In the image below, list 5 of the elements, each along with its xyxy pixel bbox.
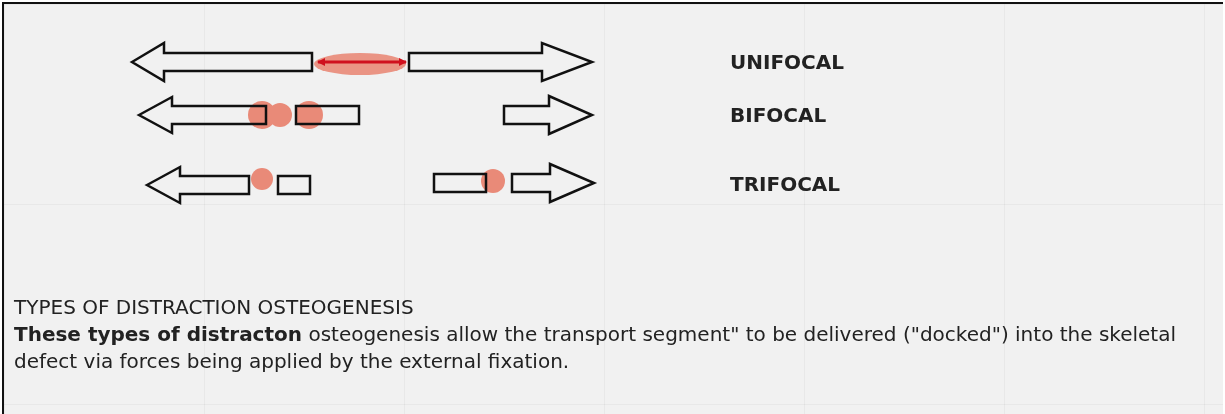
figure-caption: These types of distracton osteogenesis allow the transport segment" to be delivered ("docked") into the skeletal defect via forces being applied by the external fixation. [14,321,1177,375]
type-label: UNIFOCAL [730,50,844,74]
type-label: BIFOCAL [730,103,827,127]
type-label: TRIFOCAL [730,172,841,196]
figure-title: TYPES OF DISTRACTION OSTEOGENESIS [14,294,414,320]
